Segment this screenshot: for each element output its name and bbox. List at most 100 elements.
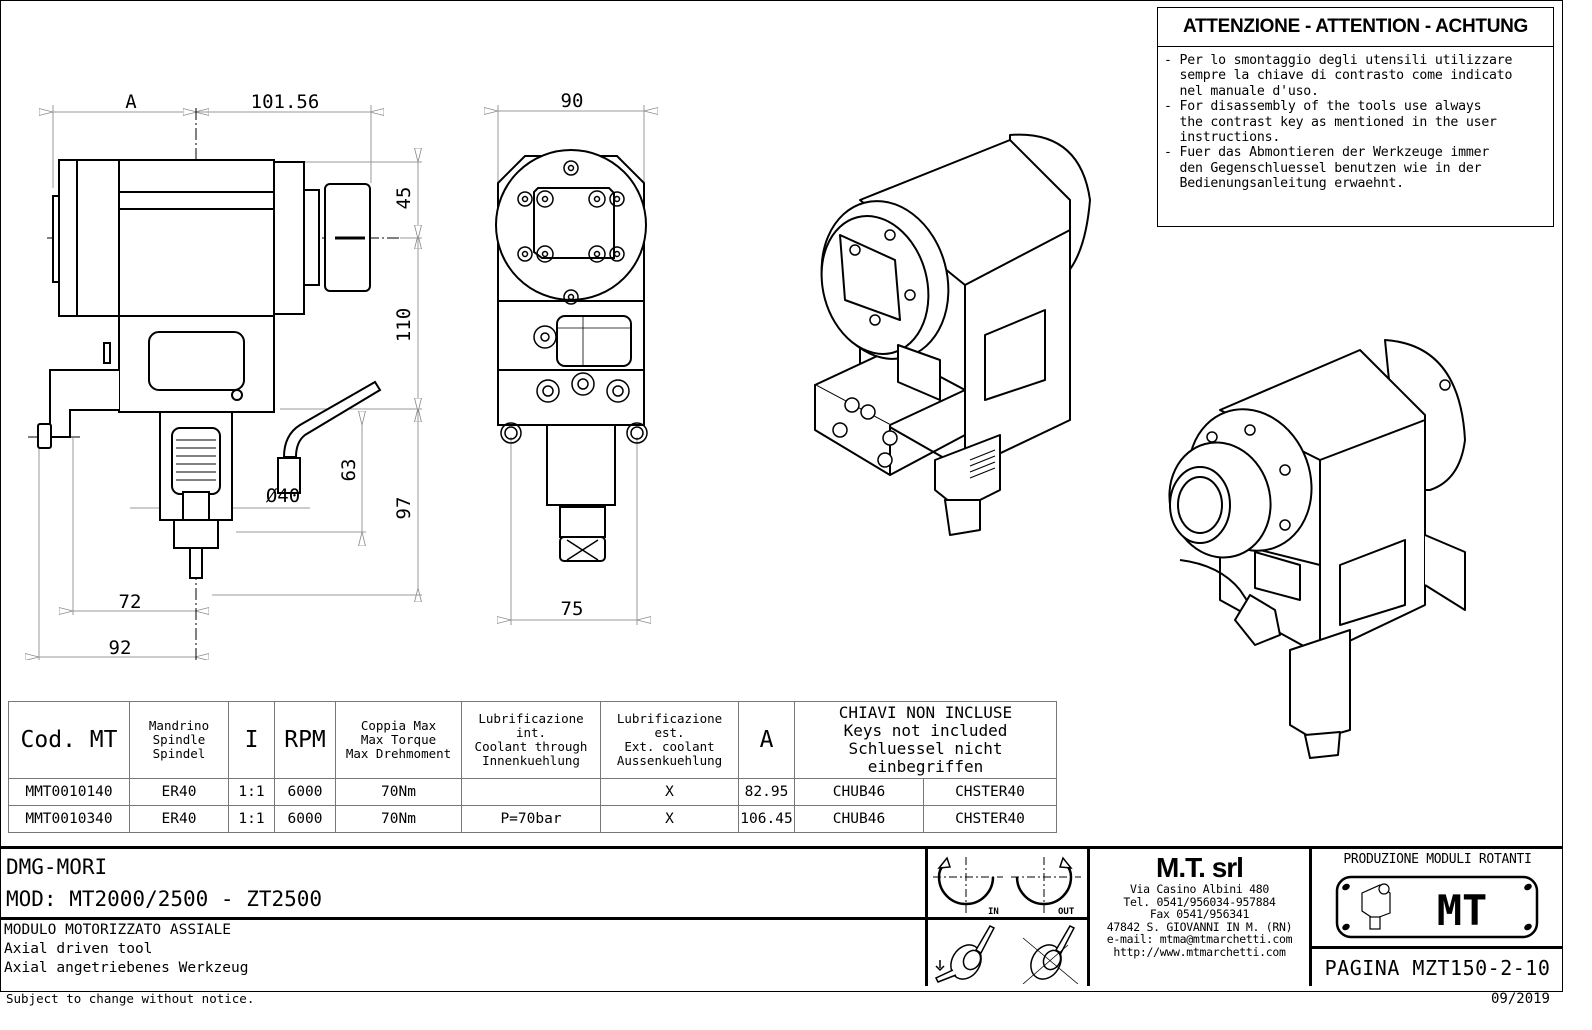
production-cell: PRODUZIONE MODULI ROTANTI MT [1309, 849, 1563, 949]
client-cell: DMG-MORI MOD: MT2000/2500 - ZT2500 [0, 849, 925, 920]
table-row: MMT0010140 ER40 1:1 6000 70Nm X 82.95 CH… [8, 778, 1057, 806]
cell-spindle: ER40 [129, 778, 229, 806]
cell-coolant-int [461, 778, 601, 806]
cell-a: 82.95 [738, 778, 795, 806]
dim-width-top: 90 [561, 90, 584, 112]
model-name: MOD: MT2000/2500 - ZT2500 [6, 887, 323, 911]
description-en: Axial driven tool [4, 941, 153, 957]
cell-torque: 70Nm [335, 778, 462, 806]
cell-key2: CHSTER40 [923, 778, 1057, 806]
company-website: http://www.mtmarchetti.com [1113, 944, 1286, 959]
dim-110: 110 [393, 308, 415, 342]
dim-diameter: Ø40 [266, 485, 300, 507]
dim-72: 72 [119, 591, 142, 613]
mt-logo: MT [1335, 875, 1539, 939]
header-spindle: Mandrino Spindle Spindel [129, 701, 229, 779]
company-address: Via Casino Albini 480 [1129, 882, 1270, 896]
cell-ratio: 1:1 [228, 805, 275, 833]
header-torque-en: Max Torque [360, 732, 437, 747]
header-coolant-ext-de: Aussenkuehlung [616, 753, 723, 768]
warning-line: - Per lo smontaggio degli utensili utili… [1164, 53, 1513, 68]
header-code: Cod. MT [8, 701, 130, 779]
header-spindle-en: Spindle [152, 732, 206, 747]
header-torque-de: Max Drehmoment [345, 746, 452, 761]
cell-coolant-ext: X [600, 778, 739, 806]
cell-ratio: 1:1 [228, 778, 275, 806]
warning-line: den Gegenschluessel benutzen wie in der [1164, 160, 1482, 176]
company-phone: Tel. 0541/956034-957884 [1123, 894, 1276, 909]
spec-table: Cod. MT Mandrino Spindle Spindel I RPM C… [8, 701, 1057, 833]
production-label: PRODUZIONE MODULI ROTANTI [1343, 852, 1532, 867]
dim-45: 45 [393, 187, 415, 210]
header-ratio: I [228, 701, 275, 779]
cell-code: MMT0010140 [8, 778, 130, 806]
cell-key1: CHUB46 [794, 778, 924, 806]
warning-line: - For disassembly of the tools use alway… [1164, 99, 1482, 115]
cell-rpm: 6000 [274, 805, 336, 833]
dim-length: 101.56 [251, 91, 320, 113]
cell-coolant-int: P=70bar [461, 805, 601, 833]
header-keys-it: CHIAVI NON INCLUSE [838, 703, 1013, 722]
header-keys-en: Keys not included [843, 721, 1008, 740]
date-footer: 09/2019 [1490, 991, 1550, 1007]
description-cell: MODULO MOTORIZZATO ASSIALE Axial driven … [0, 920, 925, 986]
isometric-view-front [1168, 339, 1466, 759]
header-coolant-ext-en: Ext. coolant [624, 739, 715, 754]
warning-line: instructions. [1164, 130, 1281, 146]
rotation-cell: IN OUT [925, 849, 1087, 920]
warning-box: ATTENZIONE - ATTENTION - ACHTUNG - Per l… [1157, 7, 1554, 227]
cell-rpm: 6000 [274, 778, 336, 806]
cell-code: MMT0010340 [8, 805, 130, 833]
header-coolant-int-de: Innenkuehlung [482, 753, 580, 768]
description-de: Axial angetriebenes Werkzeug [4, 960, 249, 976]
logo-text: MT [1437, 886, 1488, 935]
cell-spindle: ER40 [129, 805, 229, 833]
header-coolant-int: Lubrificazione int. Coolant through Inne… [461, 701, 601, 779]
dim-width-bottom: 75 [561, 598, 584, 620]
warning-line: sempre la chiave di contrasto come indic… [1164, 68, 1513, 84]
header-spindle-de: Spindel [152, 746, 206, 761]
header-torque: Coppia Max Max Torque Max Drehmoment [335, 701, 462, 779]
warning-line: - Fuer das Abmontieren der Werkzeuge imm… [1164, 145, 1490, 161]
header-keys: CHIAVI NON INCLUSE Keys not included Sch… [794, 701, 1057, 779]
cell-torque: 70Nm [335, 805, 462, 833]
rotation-out-label: OUT [1058, 907, 1075, 917]
company-fax: Fax 0541/956341 [1149, 907, 1250, 922]
cell-key2: CHSTER40 [923, 805, 1057, 833]
dim-63: 63 [338, 459, 360, 482]
header-coolant-int-en: Coolant through [474, 739, 588, 754]
cell-a: 106.45 [738, 805, 795, 833]
notice-footer: Subject to change without notice. [6, 991, 255, 1006]
dim-92: 92 [109, 637, 132, 659]
warning-line: Bedienungsanleitung erwaehnt. [1164, 176, 1404, 192]
cell-coolant-ext: X [600, 805, 739, 833]
side-view-drawing: A 101.56 45 110 63 97 Ø40 72 92 [0, 91, 422, 660]
key-usage-cell [925, 920, 1087, 986]
header-coolant-int-it: Lubrificazione int. [478, 711, 584, 740]
table-row: MMT0010340 ER40 1:1 6000 70Nm P=70bar X … [8, 805, 1057, 833]
cell-key1: CHUB46 [794, 805, 924, 833]
company-email: e-mail: mtma@mtmarchetti.com [1106, 932, 1293, 947]
warning-body: - Per lo smontaggio degli utensili utili… [1158, 47, 1553, 192]
dim-97: 97 [393, 497, 415, 520]
page-number: PAGINA MZT150-2-10 [1309, 949, 1563, 986]
isometric-view-back [814, 133, 1091, 536]
dim-a: A [125, 91, 137, 113]
warning-line: nel manuale d'uso. [1164, 83, 1319, 99]
rotation-in-label: IN [988, 907, 999, 917]
company-cell: M.T. srl Via Casino Albini 480 Tel. 0541… [1087, 849, 1309, 986]
header-torque-it: Coppia Max [360, 718, 437, 733]
company-city: 47842 S. GIOVANNI IN M. (RN) [1106, 919, 1293, 934]
client-name: DMG-MORI [6, 855, 108, 879]
front-view-drawing: 90 75 [480, 90, 660, 625]
company-name: M.T. srl [1156, 852, 1244, 883]
description-it: MODULO MOTORIZZATO ASSIALE [4, 922, 231, 938]
header-a: A [738, 701, 795, 779]
header-coolant-ext-it: Lubrificazione est. [616, 711, 723, 740]
logo-tool-icon [1361, 883, 1391, 930]
header-keys-de: Schluessel nicht einbegriffen [848, 739, 1003, 776]
warning-line: the contrast key as mentioned in the use… [1164, 114, 1497, 130]
wrench-usage-icon [934, 925, 1079, 985]
header-coolant-ext: Lubrificazione est. Ext. coolant Aussenk… [600, 701, 739, 779]
drawing-sheet [0, 0, 1563, 992]
